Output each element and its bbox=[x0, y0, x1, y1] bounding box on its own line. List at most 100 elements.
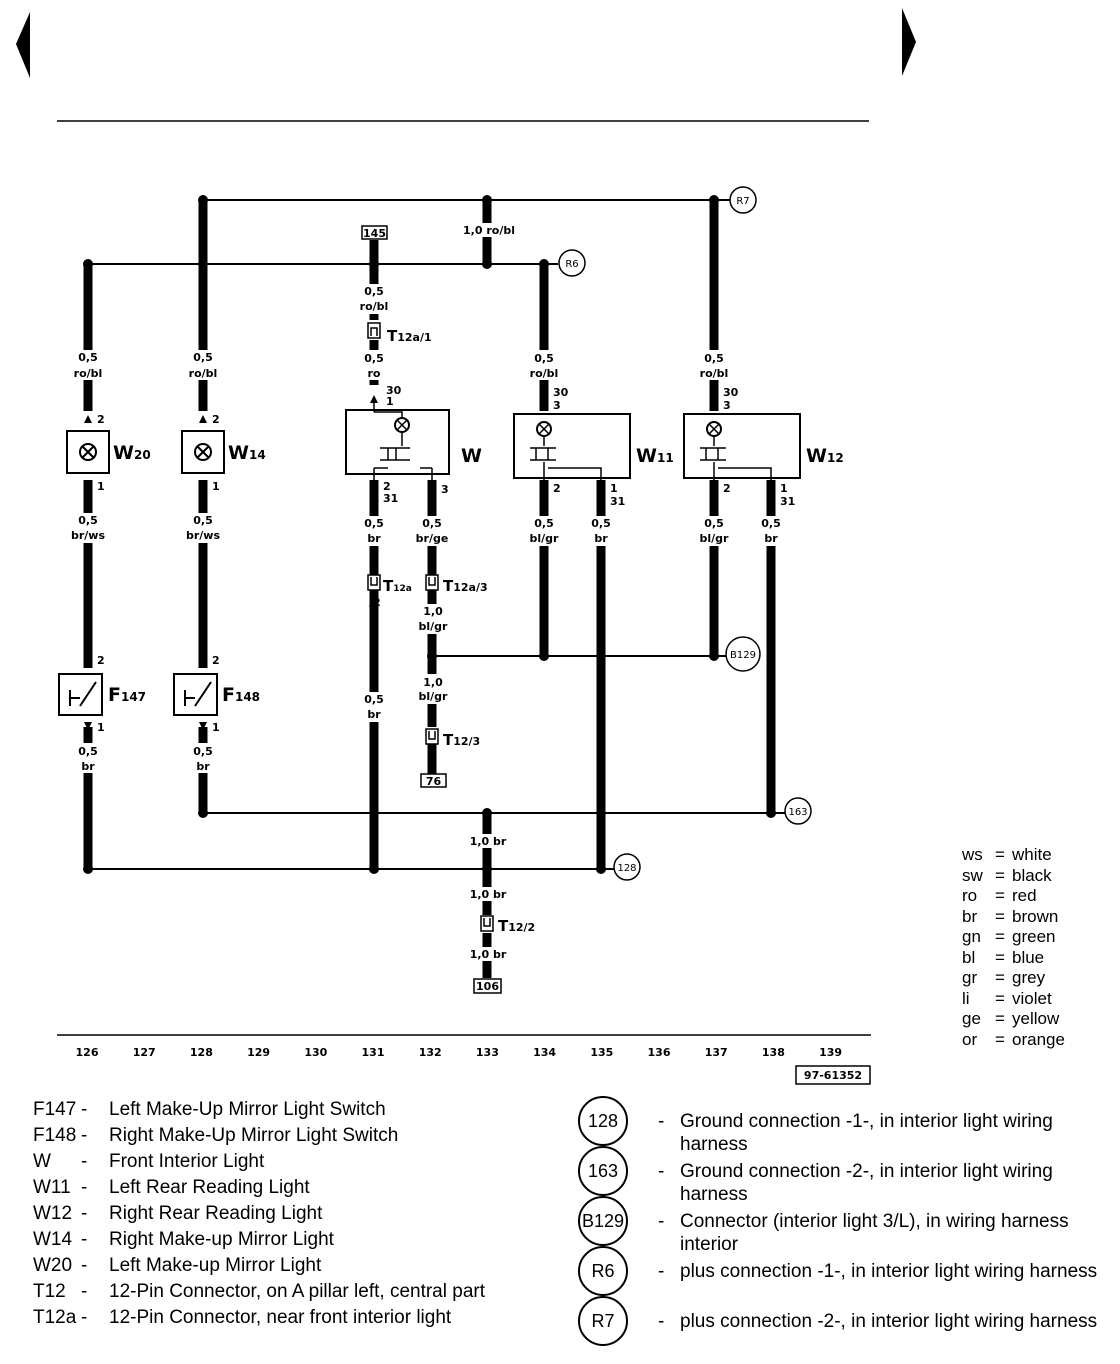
svg-text:bl/gr: bl/gr bbox=[419, 620, 449, 633]
svg-text:ro/bl: ro/bl bbox=[530, 367, 559, 380]
colour-name: blue bbox=[1012, 947, 1045, 967]
svg-text:ro/bl: ro/bl bbox=[74, 367, 103, 380]
svg-text:0,5: 0,5 bbox=[193, 745, 213, 758]
colour-abbr: li bbox=[962, 988, 970, 1008]
legend-description: 12-Pin Connector, near front interior li… bbox=[109, 1307, 452, 1328]
arrow-up-icon bbox=[710, 399, 718, 407]
legend-item: W12-Right Rear Reading Light bbox=[33, 1201, 485, 1227]
svg-text:0,5: 0,5 bbox=[364, 517, 384, 530]
next-page-arrow-icon[interactable] bbox=[902, 8, 916, 76]
junction-dot bbox=[369, 864, 379, 874]
marker-163[interactable]: 163 bbox=[784, 797, 812, 825]
arrow-up-icon bbox=[84, 656, 92, 664]
track-number: 129 bbox=[247, 1046, 270, 1059]
connection-description: plus connection -1-, in interior light w… bbox=[680, 1261, 1098, 1282]
legend-dash: - bbox=[81, 1229, 88, 1250]
svg-text:0,5: 0,5 bbox=[591, 517, 611, 530]
terminal-145: 145 bbox=[363, 227, 386, 240]
junction-dot bbox=[596, 864, 606, 874]
svg-text:1: 1 bbox=[97, 480, 105, 493]
marker-r7[interactable]: R7 bbox=[714, 186, 757, 214]
legend-description: Front Interior Light bbox=[109, 1151, 265, 1172]
equals-sign: = bbox=[995, 865, 1005, 885]
svg-text:1: 1 bbox=[212, 721, 220, 734]
svg-text:br: br bbox=[594, 532, 608, 545]
equals-sign: = bbox=[995, 947, 1005, 967]
pin-labels: 2 1 2 1 2 1 2 1 30 1 2 31 3 30 3 2 1 31 … bbox=[97, 384, 795, 734]
marker-b129[interactable]: B129 bbox=[725, 636, 761, 672]
svg-text:bl/gr: bl/gr bbox=[419, 690, 449, 703]
svg-text:1,0: 1,0 bbox=[423, 676, 443, 689]
svg-text:0,5: 0,5 bbox=[193, 351, 213, 364]
connection-badge: B129 bbox=[578, 1196, 628, 1246]
f148-switch[interactable]: F148 bbox=[173, 673, 260, 716]
arrow-down-icon bbox=[710, 483, 718, 491]
svg-text:br: br bbox=[367, 708, 381, 721]
switch-icon bbox=[184, 681, 212, 707]
colour-name: green bbox=[1012, 927, 1056, 946]
legend-code: W bbox=[33, 1151, 51, 1172]
equals-sign: = bbox=[995, 1029, 1005, 1049]
connector-symbols: T12a/1 T12a /2 T12a/3 T12/3 T12/2 bbox=[367, 322, 535, 935]
connection-badge: 128 bbox=[578, 1096, 628, 1146]
svg-text:ro/bl: ro/bl bbox=[360, 300, 389, 313]
svg-text:0,5: 0,5 bbox=[704, 517, 724, 530]
previous-page-arrow-icon[interactable] bbox=[16, 12, 30, 78]
svg-text:br/ws: br/ws bbox=[71, 529, 105, 542]
colour-name: violet bbox=[1012, 988, 1052, 1008]
colour-name: black bbox=[1012, 865, 1052, 885]
colour-abbr: ro bbox=[962, 886, 978, 905]
svg-text:0,5: 0,5 bbox=[422, 517, 442, 530]
svg-text:br: br bbox=[367, 532, 381, 545]
legend-code: T12a bbox=[33, 1307, 77, 1328]
marker-r6[interactable]: R6 bbox=[558, 249, 586, 277]
w11-rear-reading-light[interactable]: W11 bbox=[513, 413, 674, 480]
arrow-up-icon bbox=[199, 415, 207, 423]
colour-code-item: ge=yellow bbox=[962, 1009, 1065, 1030]
marker-128[interactable]: 128 bbox=[613, 853, 641, 881]
equals-sign: = bbox=[995, 927, 1005, 946]
colour-name: red bbox=[1012, 886, 1037, 905]
svg-text:ro/bl: ro/bl bbox=[700, 367, 729, 380]
svg-text:30: 30 bbox=[553, 386, 569, 399]
equals-sign: = bbox=[995, 886, 1005, 905]
colour-name: white bbox=[1012, 845, 1052, 864]
connection-markers: R7 R6 B129 163 128 bbox=[558, 186, 812, 881]
legend-dash: - bbox=[81, 1125, 88, 1146]
svg-text:br/ge: br/ge bbox=[416, 532, 449, 545]
w14-lamp[interactable]: W14 bbox=[181, 430, 266, 474]
svg-text:1: 1 bbox=[610, 482, 618, 495]
legend-dash: - bbox=[658, 1261, 665, 1282]
legend-dash: - bbox=[81, 1099, 88, 1120]
legend-dash: - bbox=[81, 1281, 88, 1302]
w12-rear-reading-light[interactable]: W12 bbox=[683, 413, 844, 480]
w-front-interior-light[interactable]: W bbox=[345, 400, 482, 480]
w-label: W bbox=[461, 445, 482, 467]
legend-item: T12-12-Pin Connector, on A pillar left, … bbox=[33, 1279, 485, 1305]
svg-text:0,5: 0,5 bbox=[704, 352, 724, 365]
svg-text:2: 2 bbox=[97, 654, 105, 667]
f147-switch[interactable]: F147 bbox=[58, 673, 146, 716]
svg-text:bl/gr: bl/gr bbox=[700, 532, 730, 545]
svg-text:T12/3: T12/3 bbox=[443, 731, 480, 749]
junction-dot bbox=[198, 195, 208, 205]
svg-text:1: 1 bbox=[212, 480, 220, 493]
svg-text:T12a: T12a bbox=[383, 577, 412, 595]
connector-t12-2: T12/2 bbox=[480, 915, 535, 935]
svg-text:163: 163 bbox=[788, 807, 807, 818]
svg-text:0,5: 0,5 bbox=[364, 693, 384, 706]
junction-dot bbox=[198, 808, 208, 818]
svg-text:2: 2 bbox=[553, 482, 561, 495]
equals-sign: = bbox=[995, 988, 1005, 1008]
svg-text:0,5: 0,5 bbox=[761, 517, 781, 530]
colour-abbr: gr bbox=[962, 968, 978, 987]
equals-sign: = bbox=[995, 845, 1005, 864]
arrow-down-icon bbox=[428, 483, 436, 491]
svg-text:br/ws: br/ws bbox=[186, 529, 220, 542]
svg-text:0,5: 0,5 bbox=[534, 352, 554, 365]
w20-lamp[interactable]: W20 bbox=[66, 430, 151, 474]
svg-text:128: 128 bbox=[617, 863, 636, 874]
svg-text:T12/2: T12/2 bbox=[498, 917, 535, 935]
junction-dot bbox=[482, 259, 492, 269]
